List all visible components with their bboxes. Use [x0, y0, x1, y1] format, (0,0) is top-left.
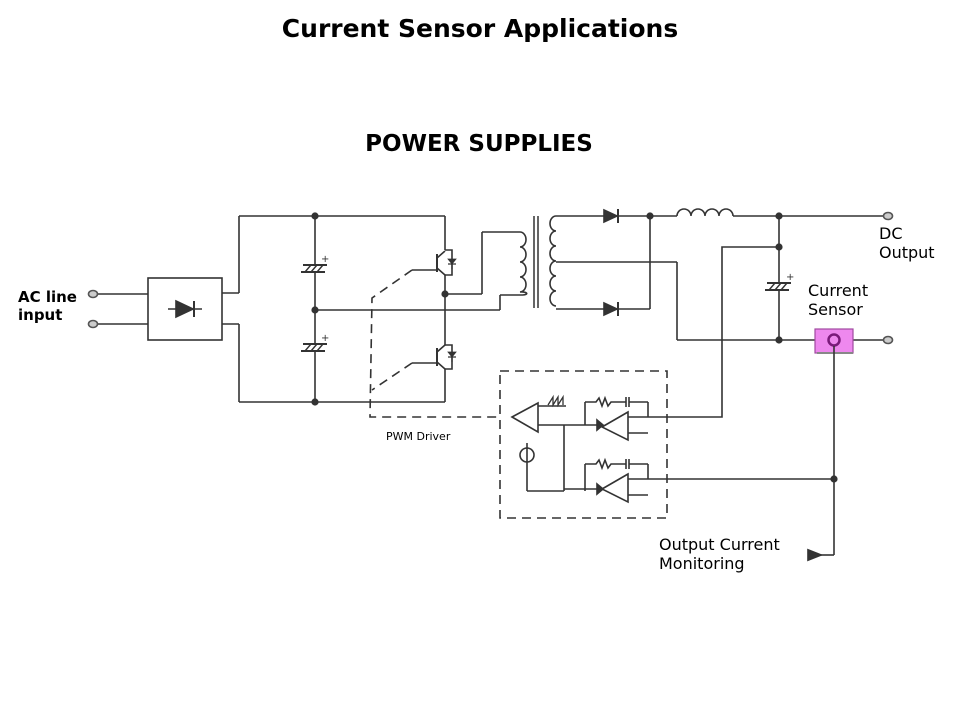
pwm-gate-drive-lines: [369, 269, 500, 418]
section-heading: POWER SUPPLIES: [365, 131, 593, 157]
bridge-rectifier: [147, 216, 240, 402]
output-monitoring-label-line2: Monitoring: [659, 554, 745, 574]
ac-input-label-line2: input: [18, 306, 63, 324]
ac-input-label: AC line input: [18, 288, 77, 324]
current-sensor-label-line1: Current: [808, 281, 869, 300]
bulk-capacitors: + +: [301, 212, 329, 406]
ac-input-label-line1: AC line: [18, 288, 77, 306]
page-title: Current Sensor Applications: [281, 14, 679, 43]
dc-output-label-line1: DC: [879, 224, 903, 243]
output-monitoring-label: Output Current Monitoring: [659, 535, 780, 573]
dc-output-label: DC Output: [879, 224, 935, 262]
output-monitoring-label-line1: Output Current: [659, 535, 780, 554]
current-sensor-label: Current Sensor: [808, 281, 868, 319]
pwm-driver-label: PWM Driver: [386, 430, 451, 443]
switch-transistors: [412, 216, 457, 402]
current-sensor-label-line2: Sensor: [808, 300, 863, 320]
dc-output-label-line2: Output: [879, 243, 935, 263]
transformer: [519, 215, 557, 308]
svg-text:+: +: [321, 333, 329, 344]
pwm-controller: [499, 370, 668, 519]
output-rectifier: [556, 208, 678, 340]
svg-text:+: +: [321, 254, 329, 265]
ac-input-terminals: [87, 289, 148, 329]
svg-text:+: +: [786, 272, 794, 283]
dc-output-terminals: [882, 211, 894, 345]
output-inductor: [650, 208, 884, 220]
voltage-feedback-wire: [667, 246, 779, 418]
output-capacitor: +: [765, 216, 794, 344]
